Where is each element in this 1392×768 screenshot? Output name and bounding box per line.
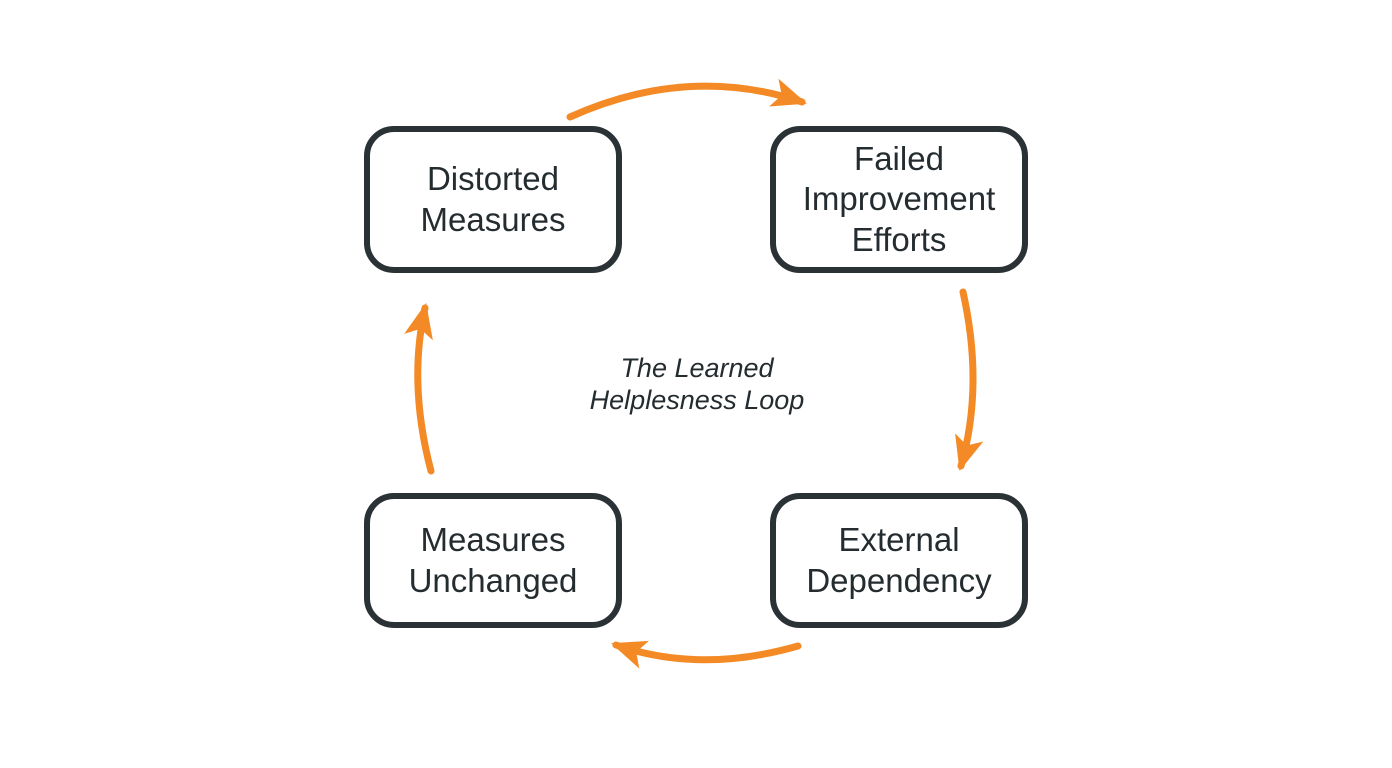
node-distorted-measures: Distorted Measures	[364, 126, 622, 273]
node-failed-improvement-efforts: Failed Improvement Efforts	[770, 126, 1028, 273]
node-measures-unchanged-label: Measures Unchanged	[408, 521, 578, 599]
caption-line-2: Helplesness Loop	[589, 385, 805, 416]
node-external-dependency-label: External Dependency	[806, 521, 992, 599]
arrow-right-failed-to-external	[955, 288, 984, 472]
node-measures-unchanged: Measures Unchanged	[364, 493, 622, 628]
node-failed-improvement-efforts-label: Failed Improvement Efforts	[802, 140, 996, 258]
node-external-dependency: External Dependency	[770, 493, 1028, 628]
caption-line-1: The Learned	[620, 353, 774, 383]
arrow-left-unchanged-to-distorted	[404, 302, 435, 475]
node-distorted-measures-label: Distorted Measures	[420, 160, 566, 238]
arrow-top-distorted-to-failed	[566, 78, 807, 121]
arrow-bottom-external-to-unchanged	[611, 640, 802, 669]
diagram-center-caption: The Learned Helplesness Loop	[547, 352, 847, 417]
